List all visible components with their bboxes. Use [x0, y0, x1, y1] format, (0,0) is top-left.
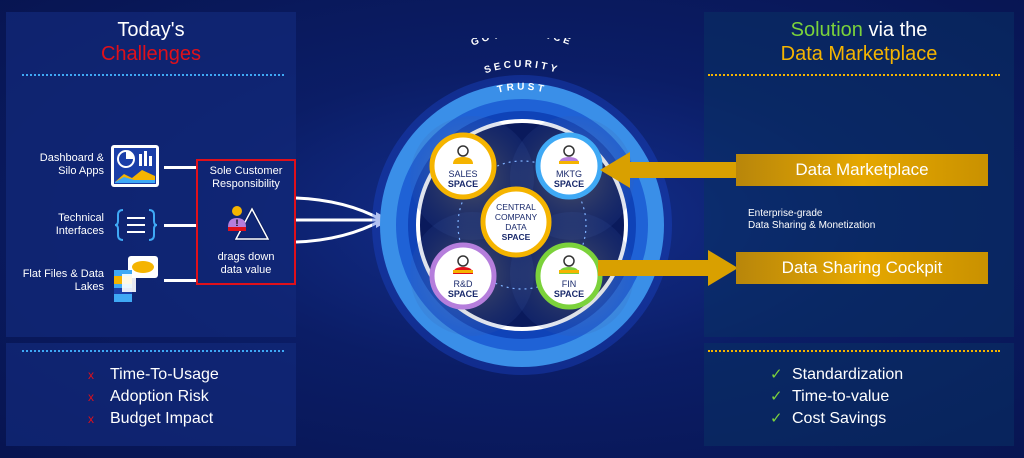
challenges-list-panel	[6, 343, 296, 446]
benefit-text: Cost Savings	[792, 410, 887, 427]
x-mark-icon: x	[88, 390, 94, 404]
central-line4: SPACE	[502, 232, 531, 242]
challenge-text: Budget Impact	[110, 410, 214, 427]
solution-list-panel	[704, 343, 1014, 446]
rd-line2: SPACE	[448, 289, 478, 299]
challenges-title: Today's Challenges	[6, 18, 296, 66]
box-line1: Sole Customer	[209, 165, 283, 177]
solution-title-line2: Data Marketplace	[780, 43, 938, 65]
x-mark-icon: x	[88, 412, 94, 426]
check-icon: ✓	[770, 388, 783, 405]
mktg-line1: MKTG	[556, 169, 582, 179]
challenge-item: x Adoption Risk	[88, 386, 219, 408]
person-icon	[563, 145, 575, 157]
benefit-item: ✓ Time-to-value	[770, 386, 903, 408]
solution-title-rest: via the	[862, 19, 928, 41]
challenge-text: Time-To-Usage	[110, 366, 219, 383]
svg-text:TRUST: TRUST	[496, 82, 547, 96]
central-line2: COMPANY	[495, 212, 538, 222]
box-line2: Responsibility	[212, 178, 280, 190]
converging-arrows	[296, 196, 390, 244]
challenges-title-line2: Challenges	[100, 43, 202, 65]
check-icon: ✓	[770, 410, 783, 427]
rd-line1: R&D	[453, 279, 473, 289]
solution-word: Solution	[790, 19, 863, 41]
divider	[22, 350, 284, 352]
box-line3: drags down	[217, 251, 275, 263]
sales-space-node: SALES SPACE	[429, 132, 497, 200]
solution-title-line1: Solution via the	[704, 18, 1014, 42]
warning-person-icon: !	[228, 205, 271, 241]
central-space-node: CENTRAL COMPANY DATA SPACE	[480, 186, 552, 258]
dotted-orbit	[457, 160, 587, 290]
svg-text:!: !	[236, 218, 239, 228]
mktg-line2: SPACE	[554, 179, 584, 189]
person-icon	[563, 255, 575, 267]
connector-line	[164, 166, 196, 169]
divider	[708, 74, 1000, 76]
central-line1: CENTRAL	[496, 202, 536, 212]
challenge-item: x Time-To-Usage	[88, 364, 219, 386]
connector-line	[164, 224, 196, 227]
person-icon	[457, 145, 469, 157]
marketplace-arrow	[600, 152, 740, 188]
desc-line1: Enterprise-grade	[748, 208, 823, 219]
check-icon: ✓	[770, 366, 783, 383]
central-line3: DATA	[505, 222, 527, 232]
data-sharing-cockpit-bar: Data Sharing Cockpit	[736, 252, 988, 284]
benefit-item: ✓ Cost Savings	[770, 408, 903, 430]
desc-line2: Data Sharing & Monetization	[748, 220, 876, 231]
fin-line1: FIN	[562, 279, 577, 289]
ring-words: GOVERNANCE SECURITY TRUST	[470, 38, 572, 96]
dashboard-icon	[111, 145, 159, 187]
source-label-interfaces: Technical Interfaces	[55, 212, 104, 237]
ring-word-trust: TRUST	[496, 82, 544, 96]
connector-line	[164, 279, 196, 282]
source-label-dashboard: Dashboard & Silo Apps	[39, 152, 104, 177]
challenges-title-line1: Today's	[117, 19, 185, 41]
source-label-files: Flat Files & Data Lakes	[22, 268, 104, 293]
benefit-text: Time-to-value	[792, 388, 890, 405]
mktg-space-node: MKTG SPACE	[535, 132, 603, 200]
fin-line2: SPACE	[554, 289, 584, 299]
rd-space-node: R&D SPACE	[429, 242, 497, 310]
person-icon	[457, 255, 469, 267]
benefit-item: ✓ Standardization	[770, 364, 903, 386]
divider	[708, 350, 1000, 352]
box-line4: data value	[220, 264, 272, 276]
files-lake-icon	[114, 256, 158, 302]
x-mark-icon: x	[88, 368, 94, 382]
solution-title: Solution via the Data Marketplace	[704, 18, 1014, 66]
sales-line1: SALES	[448, 169, 477, 179]
challenge-item: x Budget Impact	[88, 408, 219, 430]
benefit-text: Standardization	[792, 366, 904, 383]
fin-space-node: FIN SPACE	[535, 242, 603, 310]
divider	[22, 74, 284, 76]
sole-responsibility-box: Sole Customer Responsibility ! drags dow…	[196, 159, 296, 285]
data-marketplace-bar: Data Marketplace	[736, 154, 988, 186]
code-braces-icon	[114, 209, 158, 241]
sales-line2: SPACE	[448, 179, 478, 189]
benefits-list: ✓ Standardization ✓ Time-to-value ✓ Cost Sa…	[770, 364, 903, 430]
challenge-text: Adoption Risk	[110, 388, 209, 405]
cockpit-arrow	[598, 250, 738, 286]
space-nodes: SALES SPACE MKTG SPACE CENTRAL COMPANY D…	[429, 132, 603, 310]
